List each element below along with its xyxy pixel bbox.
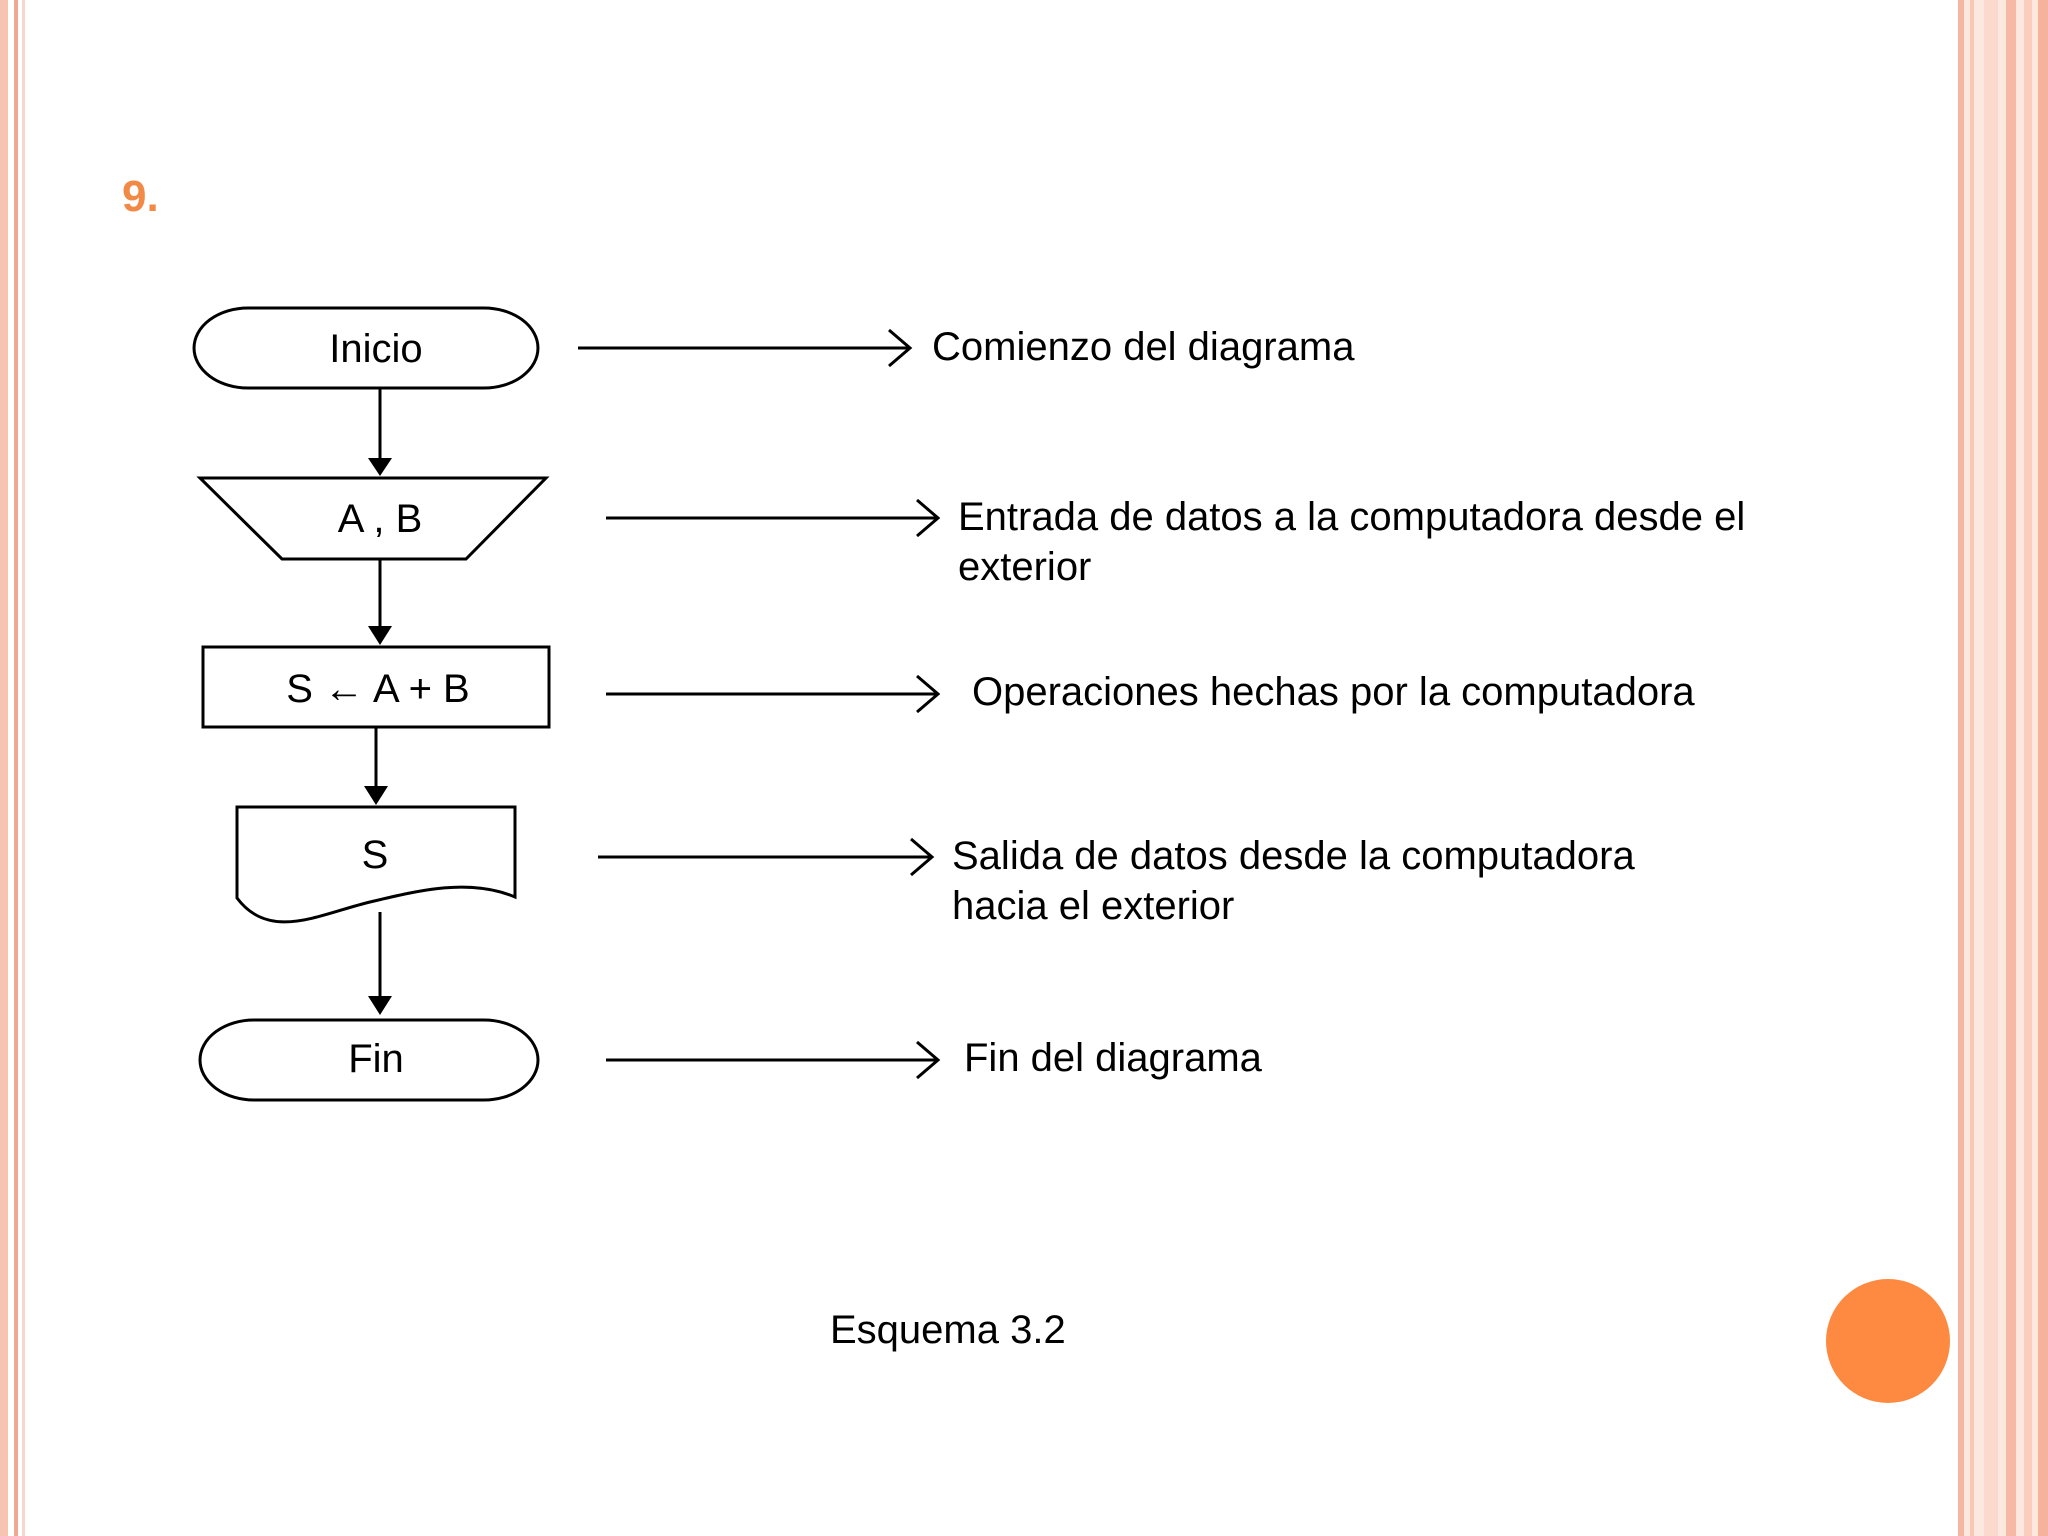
explanation-arrow-process	[606, 674, 941, 714]
note-output-line1: Salida de datos desde la computadora	[952, 834, 1635, 878]
right-border-stripe	[1970, 0, 1974, 1536]
right-border-stripe	[1984, 0, 1998, 1536]
note-input-line1: Entrada de datos a la computadora desde …	[958, 495, 1745, 539]
start-terminal: Inicio	[192, 306, 540, 390]
right-border-stripe	[2006, 0, 2016, 1536]
left-border-stripe	[0, 0, 8, 1536]
slide-number: 9.	[122, 172, 159, 221]
connector-arrowhead	[368, 458, 392, 476]
accent-circle	[1826, 1279, 1950, 1403]
end-terminal: Fin	[198, 1018, 540, 1102]
process-box: S ← A + B	[201, 645, 551, 729]
explanation-arrow-input	[606, 498, 941, 538]
diagram-caption: Esquema 3.2	[830, 1308, 1066, 1352]
connector-arrowhead	[368, 626, 392, 645]
note-process: Operaciones hechas por la computadora	[972, 670, 1695, 714]
process-box-label: S ← A + B	[286, 667, 469, 711]
input-shape: A , B	[196, 476, 550, 561]
explanation-arrow-end	[606, 1040, 941, 1080]
start-terminal-label: Inicio	[329, 327, 422, 371]
output-document-shape: S	[235, 805, 517, 924]
note-output-line2: hacia el exterior	[952, 884, 1234, 928]
left-border-stripe	[22, 0, 25, 1536]
right-border-stripe	[2038, 0, 2048, 1536]
note-end: Fin del diagrama	[964, 1036, 1263, 1080]
end-terminal-label: Fin	[348, 1037, 404, 1081]
right-border-stripe	[2024, 0, 2032, 1536]
right-border-stripe	[1958, 0, 1964, 1536]
note-start: Comienzo del diagrama	[932, 325, 1355, 369]
note-input-line2: exterior	[958, 545, 1091, 589]
left-border-stripe	[14, 0, 18, 1536]
output-document-label: S	[362, 833, 389, 877]
explanation-arrow-output	[598, 837, 935, 877]
explanation-arrow-start	[578, 328, 913, 368]
connector-arrowhead	[364, 786, 388, 805]
connector-arrowhead	[368, 996, 392, 1015]
input-shape-label: A , B	[338, 497, 423, 541]
